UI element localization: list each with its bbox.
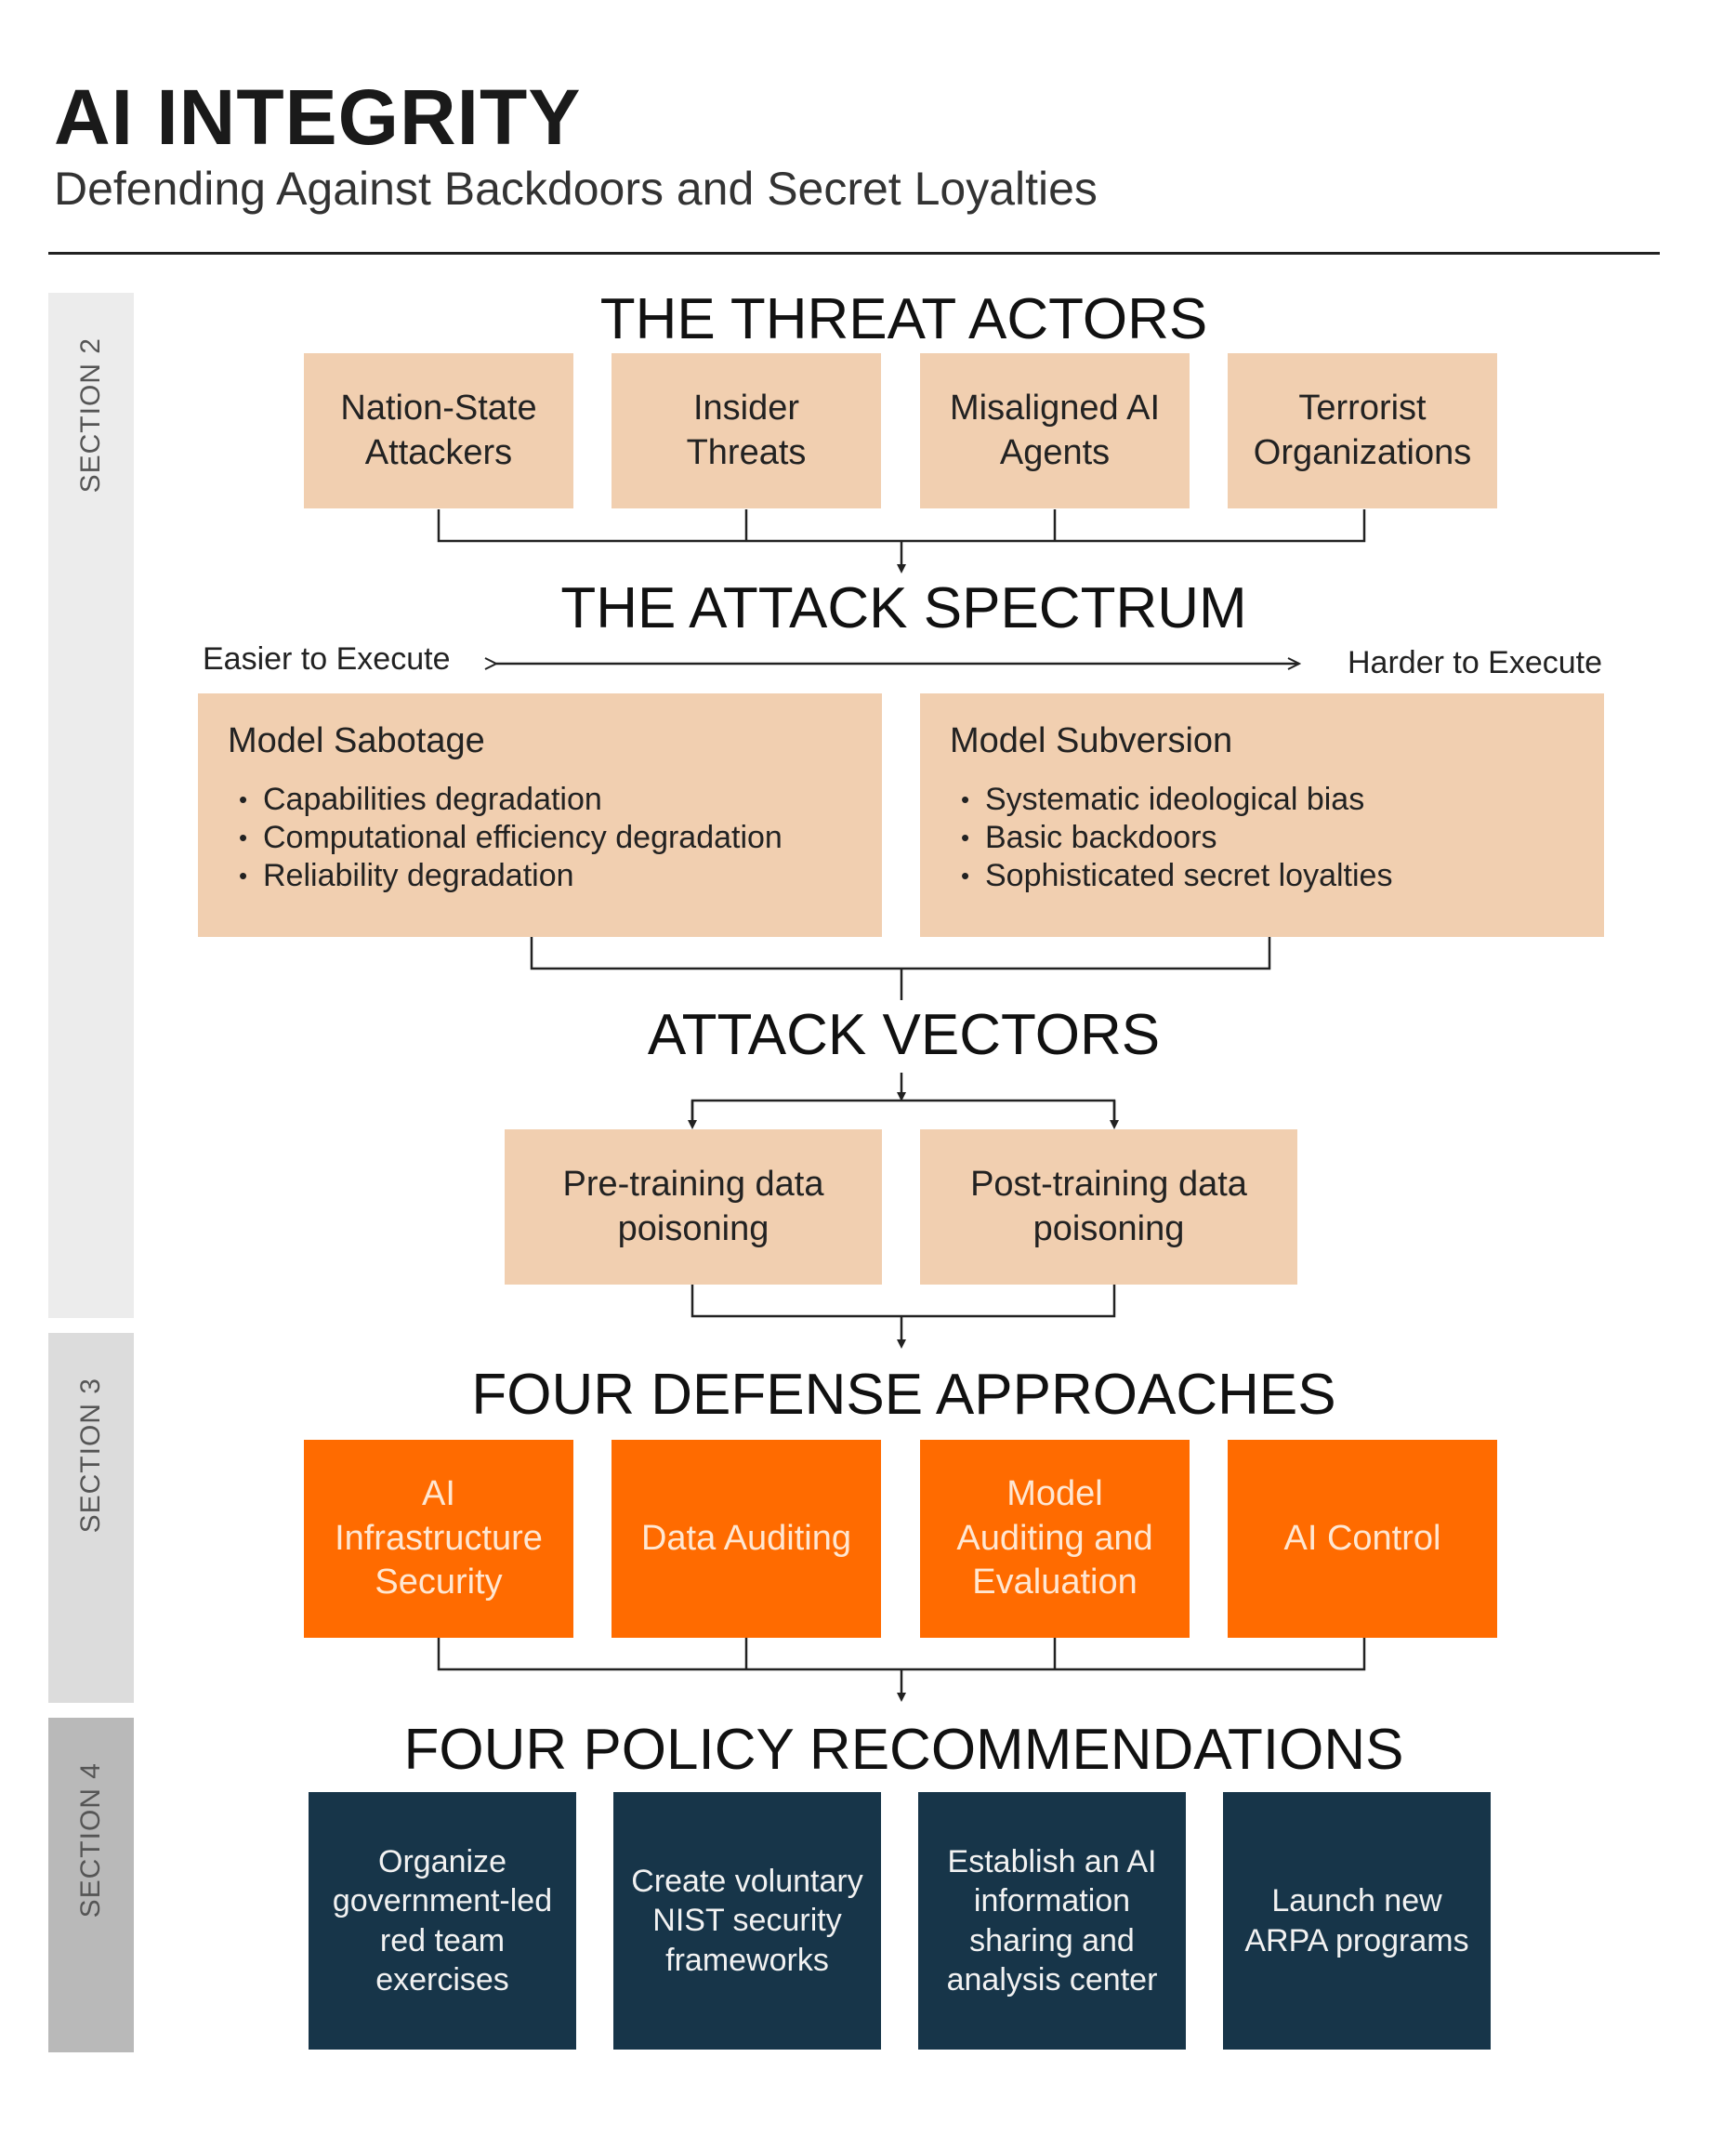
section-2-bar: SECTION 2 xyxy=(48,293,134,1318)
threat-actor-label: Nation-State Attackers xyxy=(340,389,537,472)
attack-vector-box: Pre-training data poisoning xyxy=(505,1129,882,1285)
attack-spectrum-heading: THE ATTACK SPECTRUM xyxy=(560,576,1247,640)
section-4-bar: SECTION 4 xyxy=(48,1718,134,2052)
defense-box: AI Infrastructure Security xyxy=(304,1440,573,1638)
section-3-bar: SECTION 3 xyxy=(48,1333,134,1703)
header-divider xyxy=(48,252,1660,255)
harder-label: Harder to Execute xyxy=(1348,645,1603,680)
list-item: Systematic ideological bias xyxy=(950,781,1392,819)
model-sabotage-title: Model Sabotage xyxy=(228,721,485,760)
easier-label: Easier to Execute xyxy=(203,641,451,677)
policy-label: Launch new ARPA programs xyxy=(1244,1883,1469,1958)
spectrum-connector xyxy=(530,937,1271,1000)
threat-actor-label: Insider Threats xyxy=(686,389,807,472)
list-item: Capabilities degradation xyxy=(228,781,783,819)
page-subtitle: Defending Against Backdoors and Secret L… xyxy=(54,163,1098,215)
model-subversion-box: Model Subversion Systematic ideological … xyxy=(920,693,1604,937)
defense-label: Data Auditing xyxy=(640,1518,852,1558)
attack-vector-label: Post-training data poisoning xyxy=(970,1165,1247,1248)
page-title: AI INTEGRITY xyxy=(54,73,582,161)
model-subversion-title: Model Subversion xyxy=(950,721,1233,760)
vectors-join xyxy=(690,1285,1116,1318)
policy-label: Organize government-led red team exercis… xyxy=(332,1843,553,1998)
threat-actor-box: Insider Threats xyxy=(612,353,881,508)
threat-actor-box: Terrorist Organizations xyxy=(1228,353,1497,508)
list-item: Computational efficiency degradation xyxy=(228,819,783,857)
threat-actors-heading: THE THREAT ACTORS xyxy=(599,287,1208,351)
defense-label: Model Auditing and Evaluation xyxy=(956,1474,1153,1602)
model-sabotage-box: Model Sabotage Capabilities degradation … xyxy=(198,693,882,937)
defense-connector xyxy=(437,1638,1366,1671)
defense-box: AI Control xyxy=(1228,1440,1497,1638)
policy-heading: FOUR POLICY RECOMMENDATIONS xyxy=(403,1718,1404,1782)
policy-box: Establish an AI information sharing and … xyxy=(918,1792,1186,2050)
defense-label: AI Infrastructure Security xyxy=(335,1474,543,1602)
policy-box: Launch new ARPA programs xyxy=(1223,1792,1491,2050)
policy-box: Organize government-led red team exercis… xyxy=(309,1792,576,2050)
defense-label: AI Control xyxy=(1283,1518,1441,1558)
threat-actor-label: Misaligned AI Agents xyxy=(949,389,1160,472)
threat-actor-label: Terrorist Organizations xyxy=(1253,389,1472,472)
policy-box: Create voluntary NIST security framework… xyxy=(613,1792,881,2050)
list-item: Basic backdoors xyxy=(950,819,1392,857)
model-subversion-list: Systematic ideological bias Basic backdo… xyxy=(950,781,1392,895)
threat-connector xyxy=(437,509,1366,543)
list-item: Sophisticated secret loyalties xyxy=(950,857,1392,895)
list-item: Reliability degradation xyxy=(228,857,783,895)
policy-label: Establish an AI information sharing and … xyxy=(946,1843,1158,1998)
threat-actor-box: Nation-State Attackers xyxy=(304,353,573,508)
vectors-split xyxy=(690,1099,1116,1125)
defense-box: Data Auditing xyxy=(612,1440,881,1638)
attack-vector-box: Post-training data poisoning xyxy=(920,1129,1297,1285)
threat-actor-box: Misaligned AI Agents xyxy=(920,353,1190,508)
attack-vectors-heading: ATTACK VECTORS xyxy=(647,1003,1161,1067)
attack-vector-label: Pre-training data poisoning xyxy=(562,1165,824,1248)
defense-box: Model Auditing and Evaluation xyxy=(920,1440,1190,1638)
model-sabotage-list: Capabilities degradation Computational e… xyxy=(228,781,783,895)
policy-label: Create voluntary NIST security framework… xyxy=(631,1863,863,1978)
defense-heading: FOUR DEFENSE APPROACHES xyxy=(471,1363,1336,1427)
